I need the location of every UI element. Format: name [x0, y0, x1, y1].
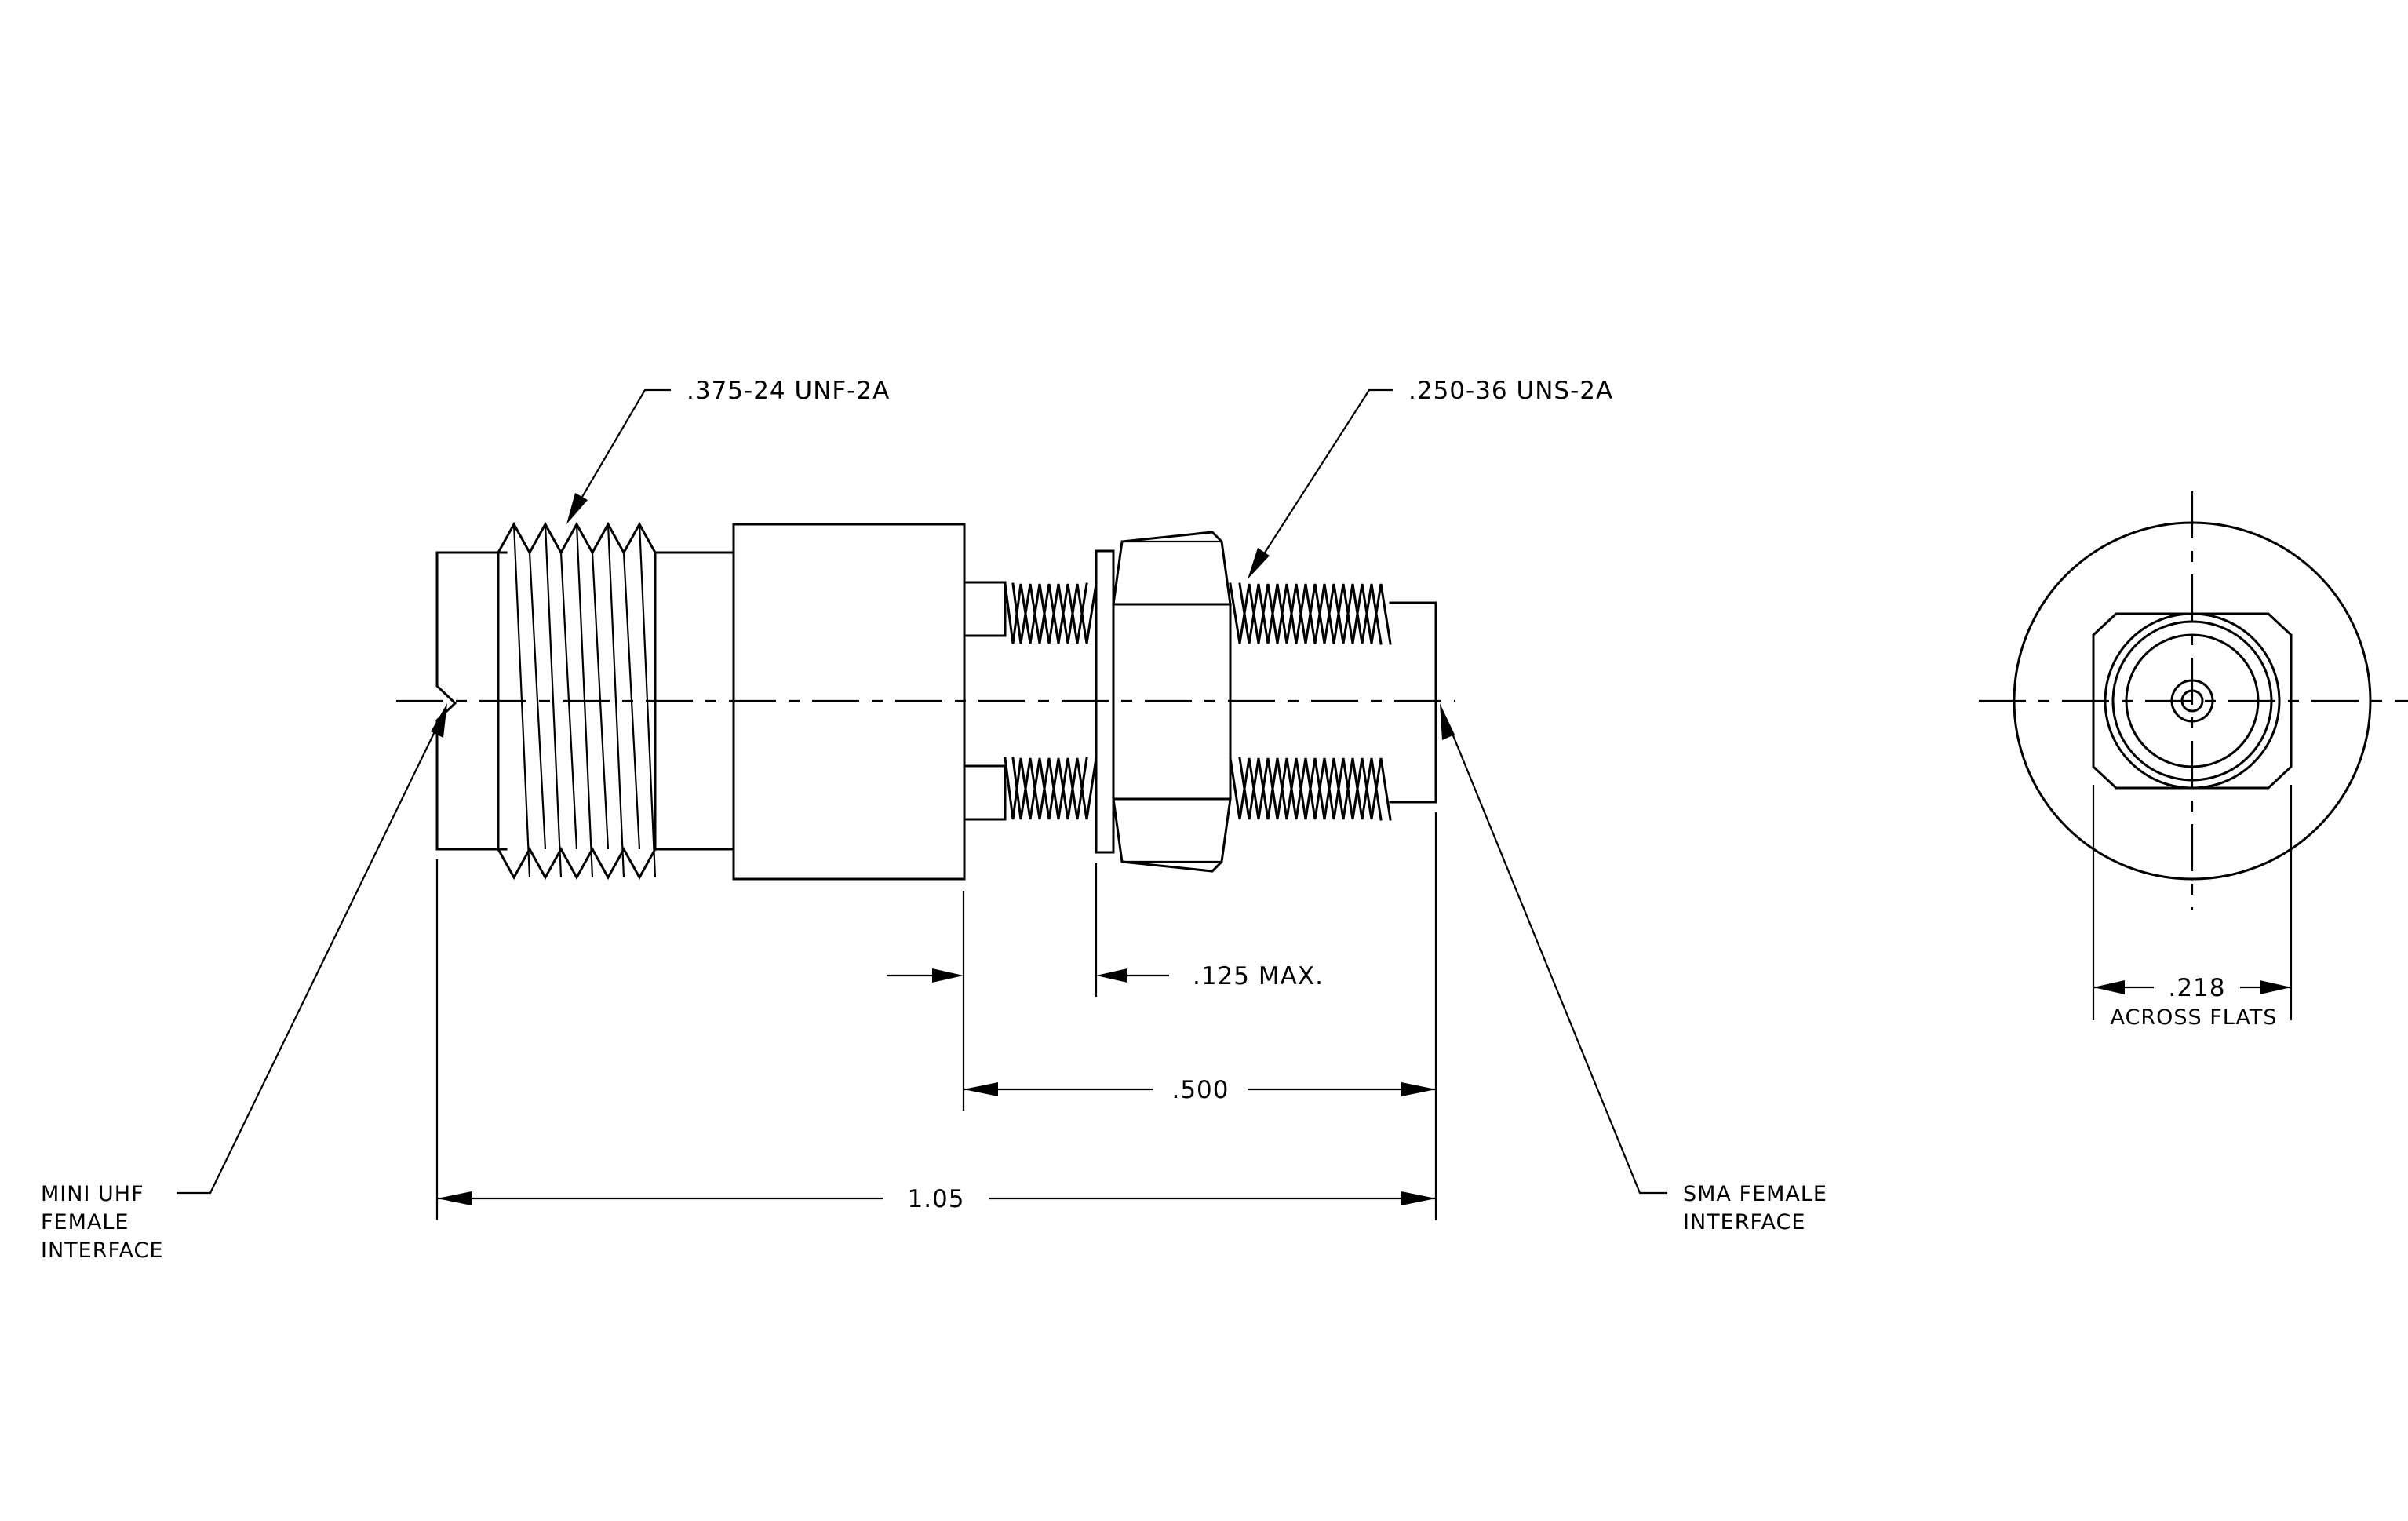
callout-right-interface: SMA FEMALE INTERFACE	[1440, 703, 1827, 1235]
dim-sma-length: .500	[964, 1076, 1436, 1104]
dim-panel-max-label: .125 MAX.	[1193, 962, 1324, 990]
end-view	[1979, 491, 2408, 910]
callouts: .375-24 UNF-2A .250-36 UNS-2A MINI UHF F…	[41, 377, 1827, 1263]
callout-thread-small-label: .250-36 UNS-2A	[1408, 377, 1613, 405]
callout-left-interface: MINI UHF FEMALE INTERFACE	[41, 703, 447, 1263]
dim-overall-length: 1.05	[437, 1185, 1436, 1213]
sma-shoulder	[963, 581, 1007, 821]
dim-panel-max: .125 MAX.	[887, 962, 1324, 990]
dim-overall-length-label: 1.05	[907, 1185, 964, 1213]
dim-flats-value: .218	[2168, 974, 2225, 1002]
dim-flats-label: ACROSS FLATS	[2111, 1005, 2278, 1030]
callout-thread-large-label: .375-24 UNF-2A	[687, 377, 890, 405]
side-view	[396, 521, 1455, 881]
callout-thread-large: .375-24 UNF-2A	[566, 377, 890, 524]
callout-left-interface-line3: INTERFACE	[41, 1238, 163, 1263]
callout-thread-small: .250-36 UNS-2A	[1248, 377, 1613, 579]
callout-right-interface-line1: SMA FEMALE	[1683, 1182, 1827, 1206]
callout-left-interface-line1: MINI UHF	[41, 1182, 144, 1206]
small-thread-left-upper	[1004, 582, 1098, 644]
small-thread-left-lower	[1004, 757, 1098, 820]
small-thread-right-lower	[1229, 757, 1392, 821]
dim-flats: .218 ACROSS FLATS	[2092, 785, 2293, 1030]
sma-end	[1389, 601, 1437, 804]
dimensions: .125 MAX. .500 1.05 .218 ACROS	[435, 785, 2293, 1220]
uhf-sleeve	[435, 551, 508, 851]
callout-right-interface-line2: INTERFACE	[1683, 1210, 1805, 1235]
dim-sma-length-label: .500	[1171, 1076, 1229, 1104]
end-view-flats	[2092, 612, 2293, 790]
callout-left-interface-line2: FEMALE	[41, 1210, 129, 1235]
small-thread-right-upper	[1229, 582, 1392, 645]
